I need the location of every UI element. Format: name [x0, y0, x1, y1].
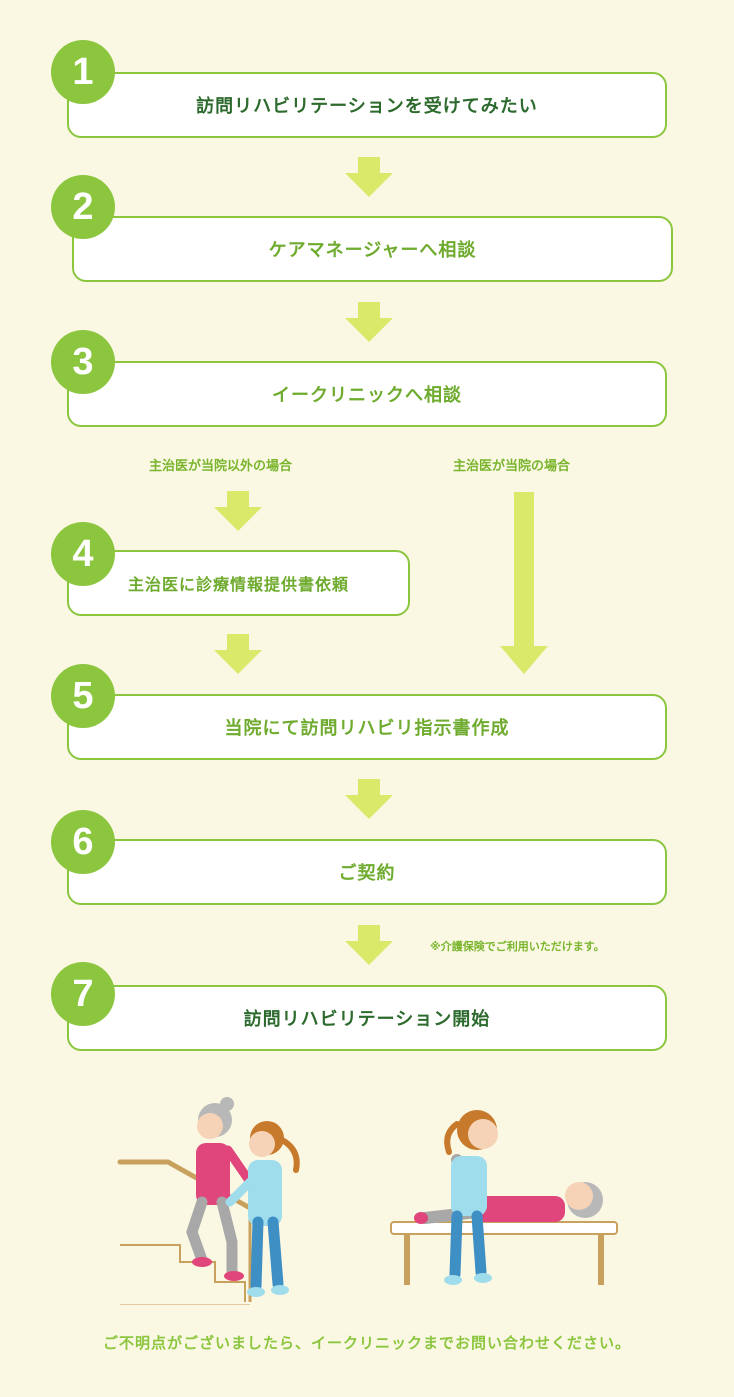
contact-footer-text: ご不明点がございましたら、イークリニックまでお問い合わせください。	[102, 1334, 631, 1352]
step-6-number: 6	[51, 810, 115, 874]
step-4-label: 主治医に診療情報提供書依頼	[127, 575, 349, 594]
down-arrow-icon	[345, 779, 393, 819]
step-4-number: 4	[51, 522, 115, 586]
step-3-box: イークリニックへ相談	[67, 361, 667, 427]
bed-rehab-illustration	[390, 1110, 618, 1285]
step-1-label: 訪問リハビリテーションを受けてみたい	[196, 96, 538, 117]
branch-label-other-doctor: 主治医が当院以外の場合	[149, 459, 293, 474]
step-3-label: イークリニックへ相談	[272, 385, 462, 406]
step-5-box: 当院にて訪問リハビリ指示書作成	[67, 694, 667, 760]
step-5-number: 5	[51, 664, 115, 728]
branch-label-own-doctor: 主治医が当院の場合	[453, 459, 571, 474]
down-arrow-icon	[214, 491, 262, 531]
step-5-label: 当院にて訪問リハビリ指示書作成	[224, 718, 510, 739]
step-6-label: ご契約	[338, 863, 396, 884]
down-arrow-icon	[345, 157, 393, 197]
step-3-number: 3	[51, 330, 115, 394]
step-2-label: ケアマネージャーへ相談	[268, 240, 477, 261]
step-4-box: 主治医に診療情報提供書依頼	[67, 550, 410, 616]
step-2-number: 2	[51, 175, 115, 239]
step-7-box: 訪問リハビリテーション開始	[67, 985, 667, 1051]
step-1-number: 1	[51, 40, 115, 104]
step-7-number: 7	[51, 962, 115, 1026]
insurance-note: ※介護保険でご利用いただけます。	[430, 940, 605, 953]
down-arrow-icon	[345, 925, 393, 965]
step-6-box: ご契約	[67, 839, 667, 905]
long-down-arrow-icon	[500, 492, 548, 674]
down-arrow-icon	[345, 302, 393, 342]
step-7-label: 訪問リハビリテーション開始	[243, 1009, 491, 1030]
down-arrow-icon	[214, 634, 262, 674]
step-2-box: ケアマネージャーへ相談	[72, 216, 673, 282]
stairs-rehab-illustration	[117, 1097, 300, 1305]
step-1-box: 訪問リハビリテーションを受けてみたい	[67, 72, 667, 138]
